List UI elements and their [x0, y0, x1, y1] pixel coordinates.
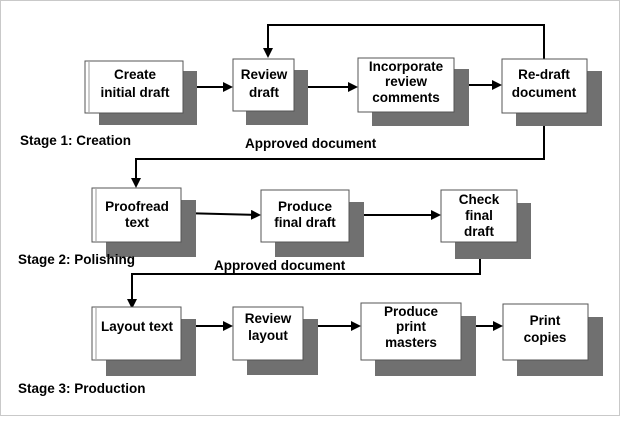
stage-labels: Stage 1: Creation Stage 2: Polishing Sta…	[18, 133, 146, 396]
box-label-line: Check	[459, 192, 500, 207]
box-label-line: Re-draft	[518, 67, 570, 82]
box-body	[502, 303, 589, 361]
box-label-line: Incorporate	[369, 59, 444, 74]
box-label-line: Proofread	[105, 199, 169, 214]
box-label-line: review	[385, 74, 428, 89]
box-body	[91, 306, 182, 361]
box-body	[440, 189, 518, 243]
box-label-line: draft	[249, 85, 280, 100]
box-label-line: Produce	[278, 199, 333, 214]
box-review-draft: Review draft	[232, 58, 308, 125]
box-label-line: Produce	[384, 304, 439, 319]
process-boxes: Create initial draft Review draft Incorp…	[84, 57, 603, 376]
arrow-redraft-to-proofread	[131, 113, 545, 188]
transition-label-approved-1: Approved document	[245, 136, 377, 151]
box-label-line: layout	[248, 328, 288, 343]
box-label-line: Create	[114, 67, 157, 82]
box-incorporate-review-comments: Incorporate review comments	[357, 57, 469, 126]
box-label-line: masters	[385, 335, 437, 350]
box-create-initial-draft: Create initial draft	[84, 60, 197, 125]
box-review-layout: Review layout	[232, 306, 318, 375]
box-body	[232, 306, 304, 361]
box-label-line: Review	[245, 311, 292, 326]
box-label-line: Print	[530, 313, 561, 328]
box-label-line: final draft	[274, 215, 336, 230]
box-label-line: print	[396, 319, 426, 334]
box-produce-print-masters: Produce print masters	[360, 302, 476, 376]
transition-labels: Approved document Approved document	[214, 136, 377, 273]
box-check-final-draft: Check final draft	[440, 189, 531, 259]
box-redraft-document: Re-draft document	[501, 58, 602, 126]
stage-label-polishing: Stage 2: Polishing	[18, 252, 135, 267]
box-body	[501, 58, 588, 114]
box-body	[84, 60, 184, 114]
box-label-line: final	[465, 208, 493, 223]
box-label-line: comments	[372, 90, 440, 105]
box-body	[232, 58, 295, 112]
box-label-line: draft	[464, 224, 495, 239]
box-print-copies: Print copies	[502, 303, 603, 376]
box-body	[260, 189, 350, 243]
box-label-line: initial draft	[100, 85, 170, 100]
box-proofread-text: Proofread text	[91, 187, 196, 257]
stage-label-production: Stage 3: Production	[18, 381, 146, 396]
box-body	[91, 187, 182, 243]
box-label-line: Layout text	[101, 319, 174, 334]
box-body	[360, 302, 462, 361]
box-body	[357, 57, 455, 113]
box-label-line: text	[125, 215, 150, 230]
box-layout-text: Layout text	[91, 306, 196, 376]
arrow-redraft-loop-to-review	[263, 24, 545, 59]
box-label-line: copies	[524, 330, 567, 345]
box-label-line: document	[512, 85, 577, 100]
connectors	[127, 24, 545, 331]
stage-label-creation: Stage 1: Creation	[20, 133, 131, 148]
transition-label-approved-2: Approved document	[214, 258, 346, 273]
box-produce-final-draft: Produce final draft	[260, 189, 364, 257]
box-label-line: Review	[241, 67, 288, 82]
